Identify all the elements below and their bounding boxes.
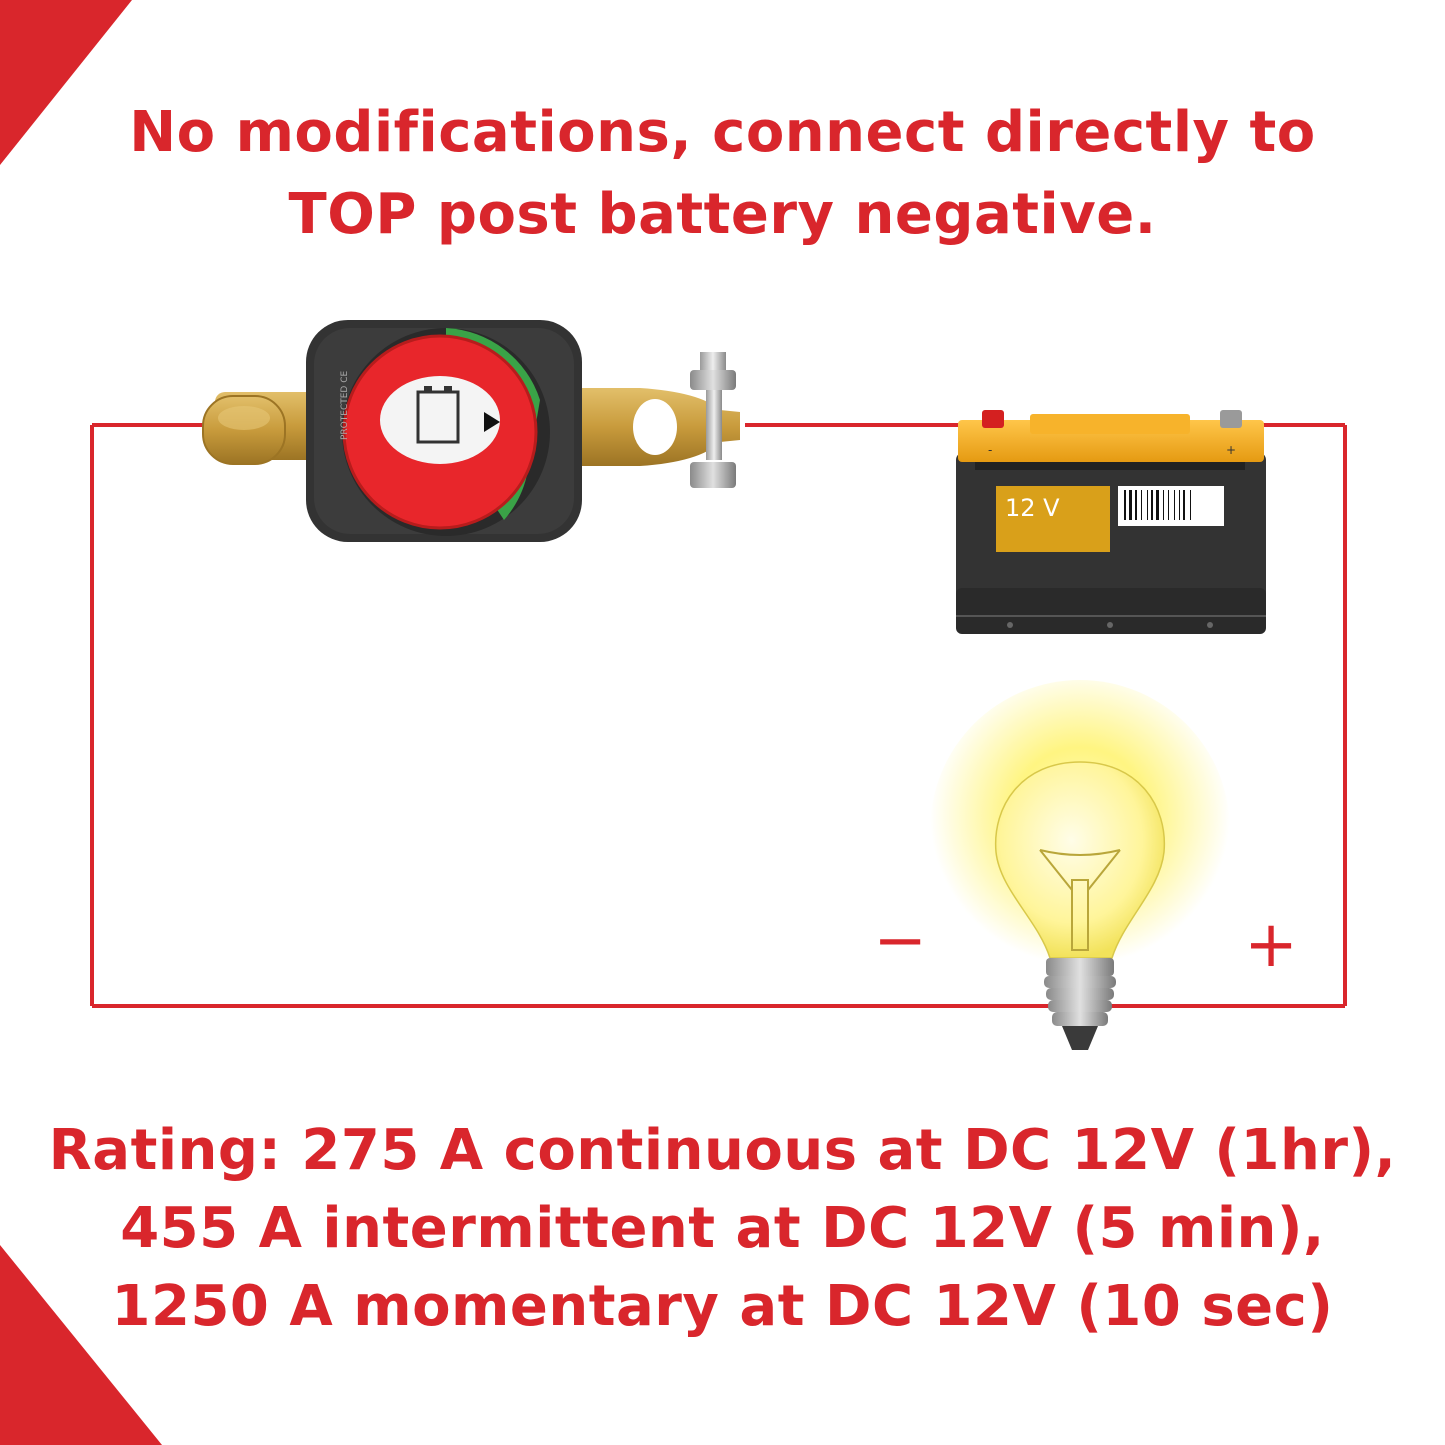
page-title: No modifications, connect directly to TO… — [0, 92, 1445, 256]
rating-text: Rating: 275 A continuous at DC 12V (1hr)… — [0, 1112, 1445, 1346]
light-bulb — [930, 680, 1230, 1050]
bulb-positive-sign: + — [1244, 908, 1298, 982]
battery-pos-mark: + — [1226, 443, 1236, 457]
battery-12v: - + 12 V — [956, 410, 1266, 634]
battery-neg-mark: - — [988, 443, 992, 457]
rating-line-1: Rating: 275 A continuous at DC 12V (1hr)… — [48, 1118, 1397, 1183]
battery-disconnect-switch: PROTECTED CE — [202, 320, 740, 542]
battery-voltage-label: 12 V — [1005, 494, 1060, 522]
rating-line-2: 455 A intermittent at DC 12V (5 min), — [120, 1196, 1325, 1261]
corner-triangle-top-left — [0, 0, 132, 165]
corner-triangle-bottom-left — [0, 1245, 162, 1445]
bulb-negative-sign: − — [873, 904, 927, 978]
title-line-2: TOP post battery negative. — [288, 182, 1157, 247]
rating-line-3: 1250 A momentary at DC 12V (10 sec) — [111, 1274, 1334, 1339]
switch-body-text: PROTECTED CE — [340, 371, 350, 440]
barcode-icon — [1118, 486, 1224, 526]
title-line-1: No modifications, connect directly to — [129, 100, 1316, 165]
